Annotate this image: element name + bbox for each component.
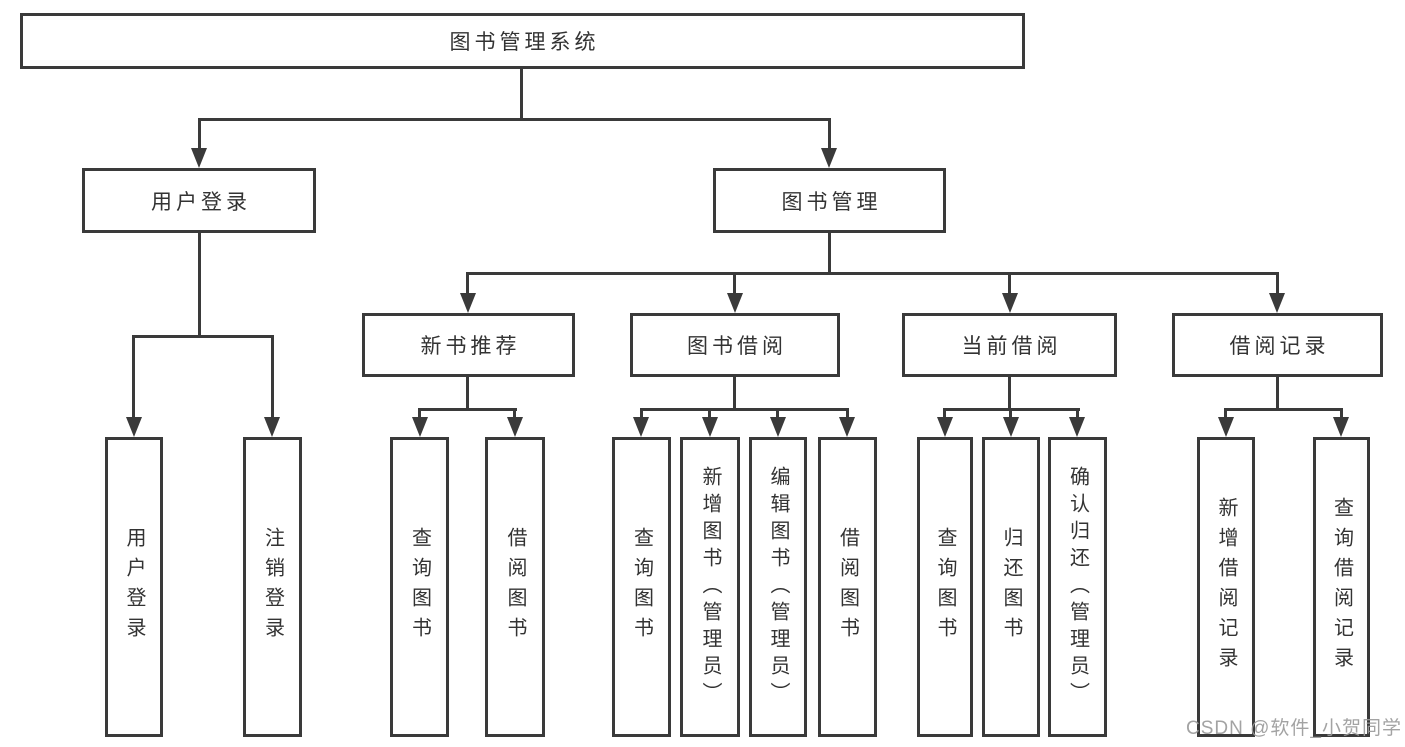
arrowhead-book-borrow [727,293,743,313]
leaf-logout: 注销登录 [243,437,302,737]
arrowhead-ul-logout [264,417,280,437]
connector-drop-nb-borrow [513,408,516,420]
leaf-cb-return-books-label: 归还图书 [1000,527,1022,647]
connector-drop-book-borrow [733,272,736,295]
node-borrow-records-label: 借阅记录 [1229,335,1330,358]
connector-drop-cb-confirm [1076,408,1079,420]
connector-drop-cb-query [943,408,946,420]
arrowhead-bb-borrow [839,417,855,437]
node-new-book-rec-label: 新书推荐 [420,335,521,358]
node-current-borrow-label: 当前借阅 [961,335,1062,358]
leaf-user-login-label: 用户登录 [123,527,145,647]
arrowhead-br-add [1218,417,1234,437]
arrowhead-cb-return [1003,417,1019,437]
connector-drop-bb-borrow [846,408,849,420]
leaf-bb-edit-books: 编辑图书（管理员） [749,437,807,737]
arrowhead-ul-login [126,417,142,437]
connector-drop-bb-query [640,408,643,420]
arrowhead-current-borrow [1002,293,1018,313]
leaf-bb-edit-books-label: 编辑图书（管理员） [767,465,789,709]
connector-book-borrow-stem [733,377,736,411]
node-current-borrow: 当前借阅 [902,313,1117,377]
leaf-bb-borrow-books: 借阅图书 [818,437,877,737]
node-book-borrow-label: 图书借阅 [687,335,787,358]
node-user-login: 用户登录 [82,168,316,233]
leaf-br-add-record: 新增借阅记录 [1197,437,1255,737]
arrowhead-borrow-records [1269,293,1285,313]
connector-drop-cb-return [1009,408,1012,420]
leaf-cb-query-books: 查询图书 [917,437,973,737]
connector-drop-ul-login [132,335,135,419]
connector-drop-nb-query [418,408,421,420]
connector-drop-br-add [1224,408,1227,420]
connector-drop-borrow-records [1276,272,1279,295]
connector-drop-current-borrow [1008,272,1011,295]
arrowhead-bb-add [702,417,718,437]
node-book-mgmt: 图书管理 [713,168,946,233]
leaf-nb-borrow-books-label: 借阅图书 [504,527,526,647]
node-borrow-records: 借阅记录 [1172,313,1383,377]
arrowhead-cb-query [937,417,953,437]
node-user-login-label: 用户登录 [151,190,251,214]
node-root-label: 图书管理系统 [449,31,600,54]
leaf-nb-query-books: 查询图书 [390,437,449,737]
arrowhead-bb-query [633,417,649,437]
connector-user-login-rail [132,335,274,338]
leaf-br-query-record-label: 查询借阅记录 [1330,497,1353,677]
leaf-nb-query-books-label: 查询图书 [408,527,431,647]
connector-drop-ul-logout [271,335,274,419]
connector-user-login-stem [198,233,201,338]
connector-drop-user-login [198,118,201,151]
arrowhead-nb-borrow [507,417,523,437]
csdn-watermark: CSDN @软件_小贺同学 [1186,718,1402,739]
connector-root-rail [198,118,831,121]
connector-drop-new-book-rec [466,272,469,295]
node-book-borrow: 图书借阅 [630,313,840,377]
connector-new-book-rec-rail [418,408,517,411]
arrowhead-new-book-rec [460,293,476,313]
leaf-bb-add-books-label: 新增图书（管理员） [699,465,721,709]
connector-drop-br-query [1340,408,1343,420]
leaf-br-query-record: 查询借阅记录 [1313,437,1370,737]
connector-book-borrow-rail [640,408,849,411]
arrowhead-user-login [191,148,207,168]
arrowhead-book-mgmt [821,148,837,168]
leaf-nb-borrow-books: 借阅图书 [485,437,545,737]
arrowhead-nb-query [412,417,428,437]
connector-root-stem [520,69,523,121]
arrowhead-bb-edit [770,417,786,437]
node-root: 图书管理系统 [20,13,1025,69]
connector-borrow-records-rail [1224,408,1343,411]
leaf-bb-borrow-books-label: 借阅图书 [836,527,859,647]
leaf-bb-query-books-label: 查询图书 [630,527,653,647]
connector-current-borrow-stem [1008,377,1011,411]
connector-book-mgmt-rail [466,272,1279,275]
connector-drop-bb-add [708,408,711,420]
node-book-mgmt-label: 图书管理 [781,190,882,214]
leaf-bb-add-books: 新增图书（管理员） [680,437,740,737]
leaf-cb-confirm-return: 确认归还（管理员） [1048,437,1107,737]
node-new-book-rec: 新书推荐 [362,313,575,377]
connector-new-book-rec-stem [466,377,469,411]
connector-borrow-records-stem [1276,377,1279,411]
leaf-cb-confirm-return-label: 确认归还（管理员） [1066,465,1089,709]
leaf-cb-return-books: 归还图书 [982,437,1040,737]
connector-book-mgmt-stem [828,233,831,275]
leaf-logout-label: 注销登录 [261,527,284,647]
leaf-bb-query-books: 查询图书 [612,437,671,737]
leaf-cb-query-books-label: 查询图书 [934,527,956,647]
connector-drop-bb-edit [776,408,779,420]
leaf-user-login: 用户登录 [105,437,163,737]
arrowhead-br-query [1333,417,1349,437]
connector-drop-book-mgmt [828,118,831,151]
leaf-br-add-record-label: 新增借阅记录 [1215,497,1237,677]
arrowhead-cb-confirm [1069,417,1085,437]
